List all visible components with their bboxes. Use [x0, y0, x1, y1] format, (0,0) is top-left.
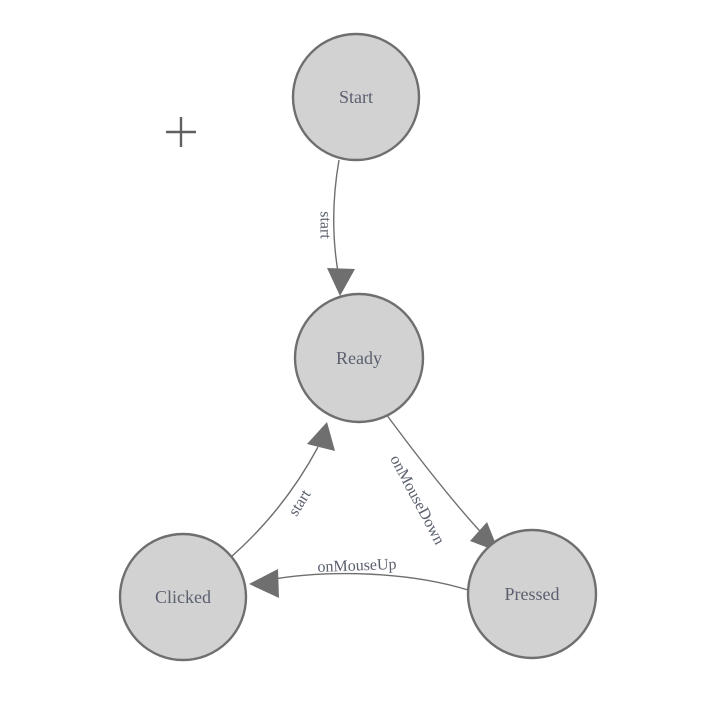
node-start-label: Start: [339, 87, 373, 107]
node-clicked-label: Clicked: [155, 587, 211, 607]
node-ready-label: Ready: [336, 348, 382, 368]
node-ready-circle: [293, 292, 425, 424]
edge-pressed-to-clicked-path: [267, 572, 469, 591]
node-start-circle: [291, 32, 421, 162]
edge-pressed-to-clicked-arrowhead: [249, 569, 279, 598]
edge-ready-to-pressed-path: [385, 413, 490, 542]
plus-marker[interactable]: [166, 117, 196, 147]
edge-label-pressed-to-clicked: onMouseUp: [317, 556, 397, 576]
edge-clicked-to-ready-path: [230, 446, 319, 558]
node-pressed-circle: [466, 528, 598, 660]
edge-clicked-to-ready-arrowhead: [307, 422, 335, 451]
edge-label-ready-to-pressed: onMouseDown: [386, 452, 447, 547]
edge-start-to-ready-path: [333, 159, 340, 279]
node-clicked[interactable]: Clicked: [118, 532, 248, 662]
node-start[interactable]: Start: [291, 32, 421, 162]
edge-ready-to-pressed[interactable]: onMouseDown: [385, 413, 499, 552]
node-ready[interactable]: Ready: [293, 292, 425, 424]
edge-start-to-ready[interactable]: start: [317, 159, 356, 296]
node-pressed-label: Pressed: [505, 584, 560, 604]
edge-clicked-to-ready[interactable]: start: [230, 422, 335, 558]
edge-pressed-to-clicked[interactable]: onMouseUp: [249, 556, 469, 598]
edge-start-to-ready-arrowhead: [327, 268, 355, 296]
node-clicked-circle: [118, 532, 248, 662]
node-pressed[interactable]: Pressed: [466, 528, 598, 660]
edge-label-start-to-ready: start: [317, 211, 334, 239]
